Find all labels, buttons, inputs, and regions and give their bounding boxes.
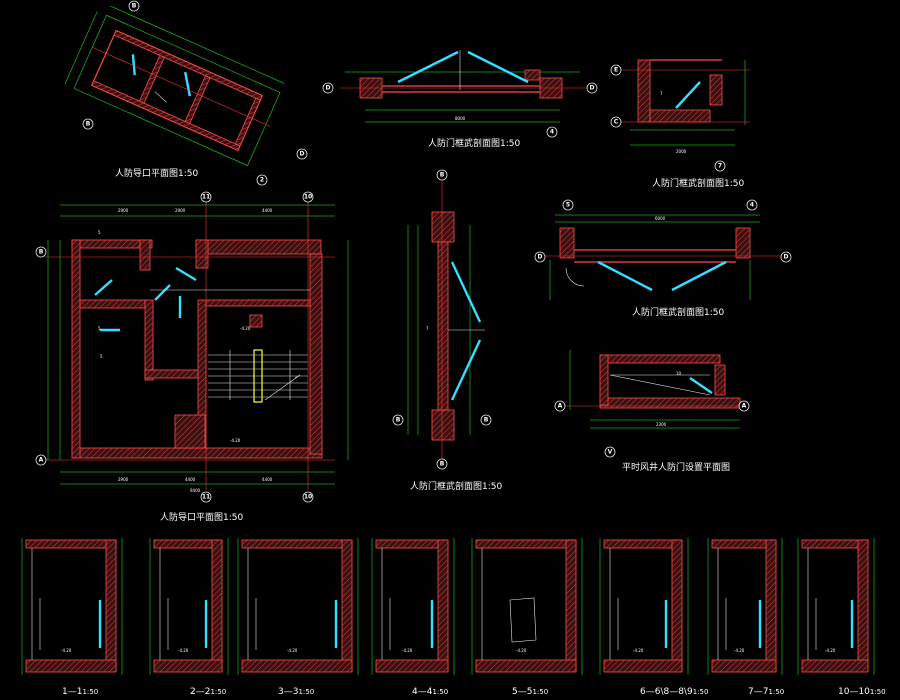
svg-text:C: C	[614, 119, 619, 126]
door-section-small-view: 2000 E C 7 7 人防门框武剖面图1:50	[610, 59, 750, 189]
section-label: 10—101:50	[838, 687, 886, 697]
section-label: 1—11:50	[62, 687, 98, 697]
svg-text:A: A	[39, 457, 44, 464]
view-title: 平时风井人防门设置平面图	[622, 461, 730, 473]
section-row: -4.201—11:50-4.202—21:50-4.203—31:50-4.2…	[21, 538, 886, 697]
view-title: 人防门框武剖面图1:50	[428, 137, 520, 149]
svg-text:-4.20: -4.20	[230, 438, 241, 443]
svg-text:11: 11	[202, 494, 210, 501]
axis-bubble-label: B	[86, 121, 91, 128]
svg-text:7: 7	[718, 163, 722, 170]
entrance-plan-top-view: B D B 2 人防导口平面图1:50	[64, 0, 308, 186]
svg-text:6000: 6000	[655, 216, 666, 221]
axis-bubble-label: 2	[260, 177, 264, 184]
svg-text:E: E	[614, 67, 618, 74]
svg-text:4400: 4400	[262, 208, 273, 213]
view-title: 人防导口平面图1:50	[160, 511, 243, 523]
svg-text:-4.20: -4.20	[240, 326, 251, 331]
section-6-6: -4.20 6—6\8—8\91:50	[599, 538, 708, 697]
svg-text:10: 10	[304, 194, 312, 201]
section-1-1: -4.20 1—11:50	[21, 538, 123, 697]
section-3-3: -4.20 3—31:50	[237, 538, 359, 697]
axis-bubble-label: D	[300, 151, 305, 158]
svg-text:B: B	[396, 417, 401, 424]
svg-text:D: D	[538, 254, 543, 261]
section-label: 5—51:50	[512, 687, 548, 697]
svg-text:-4.20: -4.20	[402, 648, 413, 653]
svg-text:4400: 4400	[185, 477, 196, 482]
axis-bubble	[82, 118, 94, 130]
section-label: 4—41:50	[412, 687, 448, 697]
section-label: 6—6\8—8\91:50	[640, 687, 708, 697]
door-section-top-view: 8000 D D 4 人防门框武剖面图1:50	[322, 50, 598, 149]
svg-text:2300: 2300	[656, 422, 667, 427]
svg-text:2900: 2900	[118, 477, 129, 482]
axis-bubble	[256, 174, 268, 186]
svg-text:7: 7	[426, 326, 429, 331]
axis-bubble	[128, 0, 140, 12]
svg-text:B: B	[39, 249, 44, 256]
svg-text:7: 7	[660, 91, 663, 96]
svg-text:4: 4	[750, 202, 754, 209]
door-section-mid-view: 6000 5 4 D D 人防门框武剖面图1:50	[534, 199, 792, 318]
door-section-vertical-view: B B B B 7 人防门框武剖面图1:50	[392, 169, 502, 492]
svg-text:-4.20: -4.20	[734, 648, 745, 653]
svg-text:-4.20: -4.20	[633, 648, 644, 653]
svg-text:5: 5	[100, 354, 103, 359]
view-title: 人防门框武剖面图1:50	[652, 177, 744, 189]
axis-bubble	[296, 148, 308, 160]
svg-text:B: B	[484, 417, 489, 424]
svg-text:-4.20: -4.20	[287, 648, 298, 653]
section-label: 7—71:50	[748, 687, 784, 697]
svg-text:-4.20: -4.20	[825, 648, 836, 653]
section-4-4: -4.20 4—41:50	[371, 538, 455, 697]
svg-text:V: V	[608, 449, 613, 456]
section-5-5: -4.20 5—51:50	[471, 538, 583, 697]
svg-text:10: 10	[676, 371, 682, 376]
view-title: 人防导口平面图1:50	[115, 167, 198, 179]
svg-text:A: A	[742, 403, 747, 410]
svg-text:A: A	[558, 403, 563, 410]
svg-text:10: 10	[304, 494, 312, 501]
vent-shaft-plan-view: 2300 A A V 10 平时风井人防门设置平面图	[554, 350, 750, 473]
view-title: 人防门框武剖面图1:50	[410, 480, 502, 492]
svg-text:-4.20: -4.20	[178, 648, 189, 653]
svg-text:4400: 4400	[262, 477, 273, 482]
svg-text:5: 5	[98, 230, 101, 235]
svg-text:D: D	[326, 85, 331, 92]
svg-text:-4.20: -4.20	[516, 648, 527, 653]
svg-text:5: 5	[566, 202, 570, 209]
svg-text:5: 5	[98, 326, 101, 331]
svg-text:8000: 8000	[455, 116, 466, 121]
view-title: 人防门框武剖面图1:50	[632, 306, 724, 318]
svg-text:4: 4	[550, 129, 554, 136]
section-label: 2—21:50	[190, 687, 226, 697]
svg-text:2000: 2000	[676, 149, 687, 154]
section-2-2: -4.20 2—21:50	[149, 538, 229, 697]
svg-text:9400: 9400	[190, 488, 201, 493]
svg-text:D: D	[784, 254, 789, 261]
section-10-10: -4.20 10—101:50	[797, 538, 886, 697]
svg-text:2900: 2900	[175, 208, 186, 213]
section-7-7: -4.20 7—71:50	[707, 538, 784, 697]
svg-text:D: D	[590, 85, 595, 92]
svg-text:B: B	[440, 172, 445, 179]
stair	[208, 349, 308, 403]
svg-text:11: 11	[202, 194, 210, 201]
svg-text:2900: 2900	[118, 208, 129, 213]
entrance-plan-main-view: 2900 2900 4400 2900 4400 4400 9400	[35, 191, 349, 523]
svg-text:B: B	[440, 461, 445, 468]
axis-bubble-label: B	[132, 3, 137, 10]
section-label: 3—31:50	[278, 687, 314, 697]
svg-text:-4.20: -4.20	[61, 648, 72, 653]
